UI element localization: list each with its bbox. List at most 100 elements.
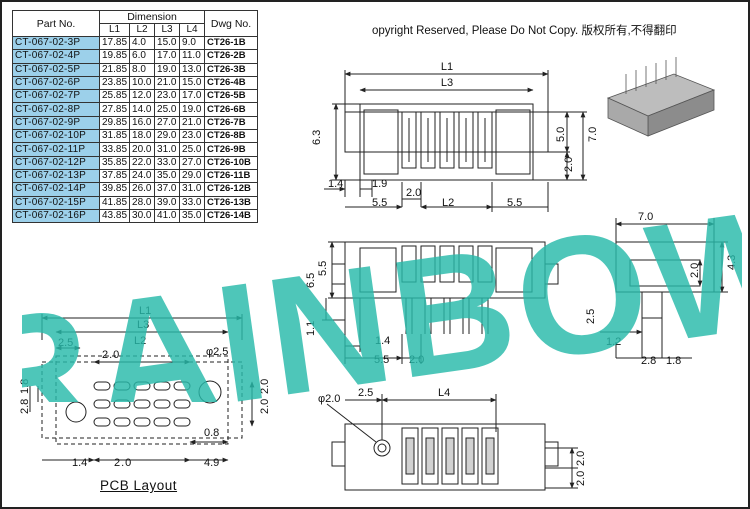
dim-pcb-0-8: 0.8 — [204, 427, 219, 439]
dim-pcb-1-8: 1.8 — [19, 379, 31, 394]
copyright-notice: opyright Reserved, Please Do Not Copy. 版… — [372, 25, 677, 37]
dim-top-l3: L3 — [441, 77, 453, 89]
subheader-l4: L4 — [179, 23, 206, 37]
dim-pcb-2-5: 2.5 — [58, 337, 73, 349]
dim-side-7-0: 7.0 — [638, 211, 653, 223]
dimension-cell-l3: 19.0 — [154, 62, 181, 77]
dimension-cell-l2: 24.0 — [129, 168, 156, 184]
dimension-cell-l1: 41.85 — [98, 195, 131, 210]
dimension-cell-l4: 31.0 — [179, 182, 206, 197]
dim-pcb-2-0-a: 2.0 — [259, 399, 271, 414]
drawing-number-cell: CT26-14B — [204, 208, 259, 224]
front-view — [322, 241, 559, 364]
dim-front-2-0: 2.0 — [409, 354, 424, 366]
dimension-table: Part No. Dimension Dwg No. L1 L2 L3 L4 C… — [12, 10, 259, 224]
dimension-cell-l3: 17.0 — [154, 49, 181, 64]
dimension-cell-l2: 16.0 — [129, 115, 156, 131]
dim-pcb-4-9: 4.9 — [204, 457, 219, 469]
pcb-layout-label: PCB Layout — [100, 478, 178, 493]
drawing-number-cell: CT26-13B — [204, 195, 259, 210]
bottom-view-dims: φ2.0 2.5 L4 2.0 2.0 — [318, 387, 587, 486]
dim-front-1-4: 1.4 — [375, 335, 390, 347]
part-number-cell: CT-067-02-10P — [12, 129, 100, 144]
part-number-cell: CT-067-02-5P — [12, 62, 100, 77]
dim-side-2-8: 2.8 — [641, 355, 656, 367]
iso-view — [606, 57, 716, 137]
dim-front-2-5: 2.5 — [585, 309, 597, 324]
dimension-cell-l4: 9.0 — [179, 35, 206, 51]
dimension-cell-l4: 35.0 — [179, 208, 206, 224]
header-dwg-no: Dwg No. — [204, 10, 259, 37]
dimension-cell-l2: 6.0 — [129, 49, 156, 64]
dim-pcb-pitch-bottom: 2.0 — [114, 457, 132, 469]
dimension-cell-l1: 25.85 — [98, 89, 131, 104]
subheader-l2: L2 — [129, 23, 156, 37]
dim-pcb-pitch-top: 2.0 — [102, 349, 120, 361]
dimension-cell-l1: 43.85 — [98, 208, 131, 224]
dim-pcb-2-8: 2.8 — [19, 399, 31, 414]
drawing-number-cell: CT26-1B — [204, 35, 259, 51]
dim-pcb-l3: L3 — [137, 319, 149, 331]
dim-side-4-3: 4.3 — [726, 255, 738, 270]
dim-side-2-0: 2.0 — [689, 263, 701, 278]
subheader-l1: L1 — [98, 23, 131, 37]
drawing-number-cell: CT26-2B — [204, 49, 259, 64]
dim-bottom-l4: L4 — [438, 387, 450, 399]
dimension-cell-l1: 19.85 — [98, 49, 131, 64]
dimension-cell-l1: 31.85 — [98, 129, 131, 144]
part-number-cell: CT-067-02-12P — [12, 155, 100, 170]
drawing-number-cell: CT26-9B — [204, 142, 259, 157]
pcb-dims: L1 L3 2.5 L2 2.0 φ2.5 2.8 1.8 0.8 1.4 2.… — [19, 305, 271, 469]
drawing-number-cell: CT26-3B — [204, 62, 259, 77]
dim-top-6-3: 6.3 — [311, 130, 323, 145]
dim-top-l1: L1 — [441, 61, 453, 73]
dimension-cell-l2: 22.0 — [129, 155, 156, 170]
drawing-number-cell: CT26-7B — [204, 115, 259, 131]
side-view-dims: 7.0 2.0 4.3 1.2 2.8 1.8 — [606, 211, 738, 367]
dim-top-2-0-pitch: 2.0 — [406, 187, 421, 199]
pcb-layout — [29, 314, 255, 463]
drawing-number-cell: CT26-10B — [204, 155, 259, 170]
dimension-cell-l4: 11.0 — [179, 49, 206, 64]
part-number-cell: CT-067-02-3P — [12, 35, 100, 51]
dim-top-l2: L2 — [442, 197, 454, 209]
dimension-cell-l3: 25.0 — [154, 102, 181, 117]
dim-bottom-dia-2-0: φ2.0 — [318, 393, 340, 405]
dimension-cell-l1: 17.85 — [98, 35, 131, 51]
dimension-cell-l2: 30.0 — [129, 208, 156, 224]
dimension-cell-l1: 29.85 — [98, 115, 131, 131]
dim-side-1-2: 1.2 — [606, 336, 621, 348]
drawing-number-cell: CT26-6B — [204, 102, 259, 117]
dim-top-5-0: 5.0 — [555, 127, 567, 142]
drawing-number-cell: CT26-4B — [204, 75, 259, 91]
dimension-cell-l3: 29.0 — [154, 129, 181, 144]
dimension-cell-l2: 4.0 — [129, 35, 156, 51]
subheader-l3: L3 — [154, 23, 181, 37]
dim-pcb-dia-2-5: φ2.5 — [206, 346, 228, 358]
side-view — [600, 218, 728, 359]
dim-bottom-2-0-b: 2.0 — [575, 471, 587, 486]
drawing-number-cell: CT26-12B — [204, 182, 259, 197]
dimension-cell-l4: 27.0 — [179, 155, 206, 170]
dimension-cell-l1: 35.85 — [98, 155, 131, 170]
drawing-number-cell: CT26-5B — [204, 89, 259, 104]
dim-pcb-2-0-b: 2.0 — [259, 379, 271, 394]
part-number-cell: CT-067-02-4P — [12, 49, 100, 64]
dim-front-5-5: 5.5 — [317, 261, 329, 276]
dimension-cell-l3: 21.0 — [154, 75, 181, 91]
dimension-cell-l2: 12.0 — [129, 89, 156, 104]
part-number-cell: CT-067-02-14P — [12, 182, 100, 197]
part-number-cell: CT-067-02-16P — [12, 208, 100, 224]
